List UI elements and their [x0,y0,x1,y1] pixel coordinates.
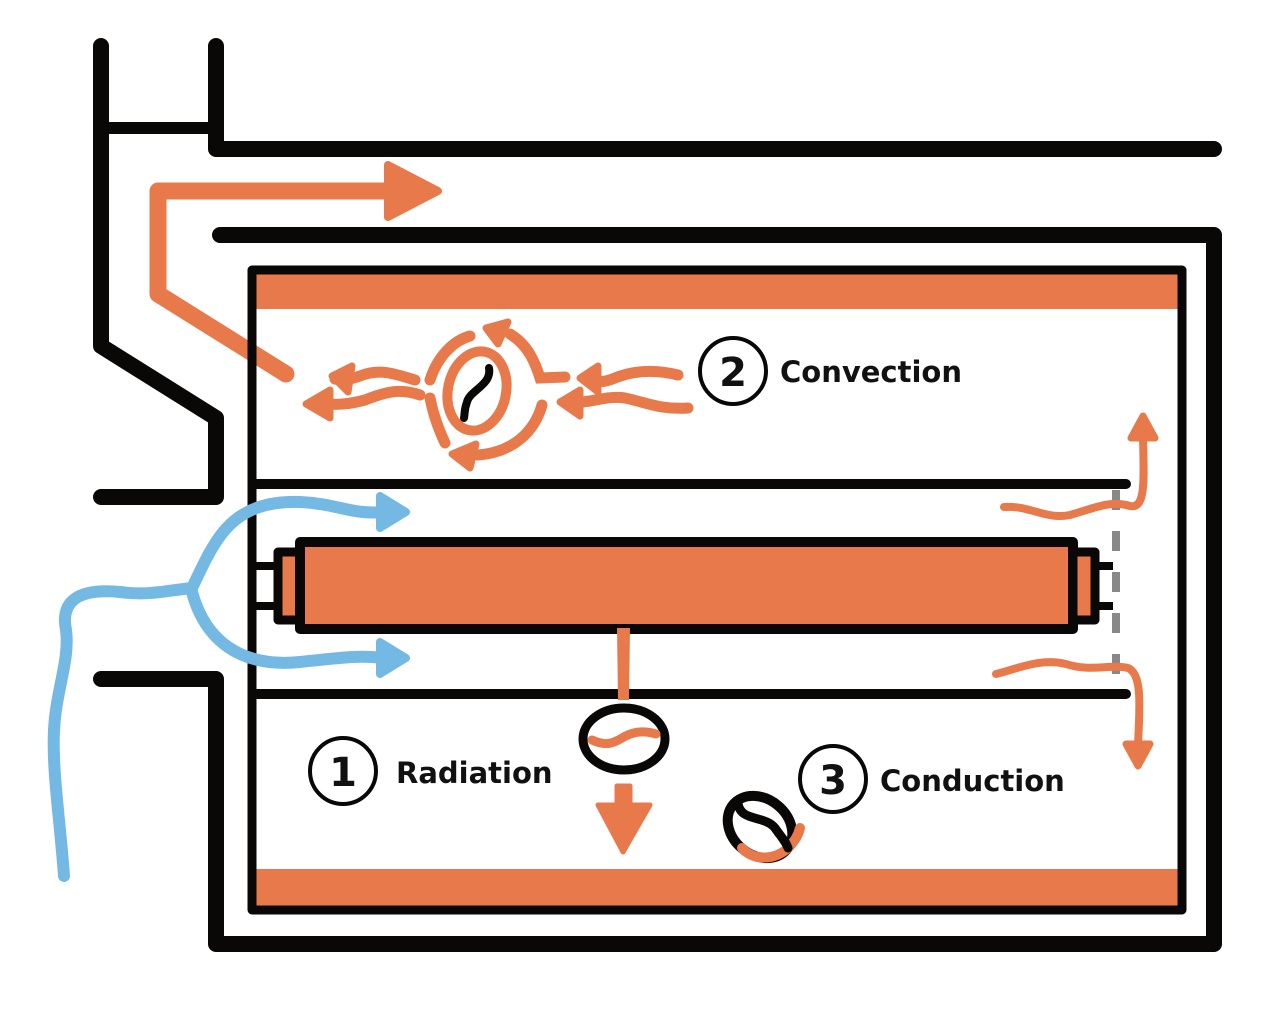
roasting-drum [247,265,1187,915]
air-inlet-flow [47,495,391,882]
label-conduction-text: Conduction [880,764,1065,798]
conduction-bean-crease [733,798,793,853]
heater-cap-right [1068,547,1100,625]
convection-arc-top-left [424,330,476,386]
exit-arrow-down-icon [1122,740,1154,770]
number-badge-1 [308,736,378,806]
conduction-graphic [722,790,805,864]
convection-arrow-in-2-icon [556,386,584,420]
exit-flow-up [1000,426,1148,520]
label-radiation-text: Radiation [396,756,553,790]
number-badge-2 [698,336,768,406]
exhaust-flow-line [149,182,401,383]
heater-body [295,537,1078,634]
label-radiation: 1 Radiation [308,736,553,806]
convection-arrow-top-icon [482,318,512,348]
exit-arrow-up-icon [1127,412,1159,442]
coffee-bean-crease [460,364,494,422]
label-convection-text: Convection [780,355,962,389]
air-branch-bottom [186,586,391,669]
convection-arrow-in-1-icon [576,362,602,396]
convection-wave-in-2 [564,391,694,414]
convection-wave-out-2 [314,385,426,410]
exhaust-arrow-head-icon [384,161,442,221]
drum-bottom-band [252,869,1182,906]
label-conduction: 3 Conduction [798,744,1065,814]
outer-casing [93,227,1222,952]
number-badge-3-text: 3 [819,758,847,804]
heating-element [256,537,1113,634]
label-convection: 2 Convection [698,336,962,406]
chimney-right-wall [208,38,1222,157]
radiation-bean-crease [587,727,661,749]
convection-arrow-bottom-icon [448,440,480,472]
convection-graphic [302,318,694,472]
drum-exit-flows [992,426,1148,756]
radiation-arrow-icon [595,783,653,855]
convection-arc-bottom-left [424,392,451,449]
convection-arrow-out-2-icon [302,386,334,422]
housing-walls [93,38,1222,952]
exhaust-flow [149,161,442,383]
radiation-stem [617,628,630,700]
convection-arrow-out-1-icon [328,362,356,396]
exit-flow-down [992,658,1144,756]
air-inlet-main [47,582,198,882]
coffee-bean-icon [442,346,512,436]
number-badge-2-text: 2 [719,350,747,396]
air-arrow-bottom-icon [376,638,410,678]
air-branch-top [186,495,391,594]
air-arrow-top-icon [376,492,410,532]
radiation-graphic [578,628,670,855]
number-badge-1-text: 1 [329,750,357,796]
number-badge-3 [798,744,868,814]
drum-top-band [252,272,1182,309]
convection-arc-bottom-right [472,399,548,461]
chimney-left-wall [93,38,224,505]
drum-outline [247,265,1187,915]
convection-arc-top-right [504,328,571,384]
